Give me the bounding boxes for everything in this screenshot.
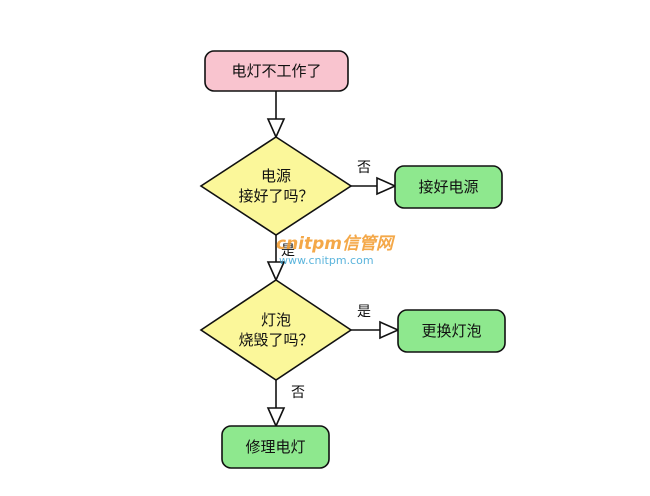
connector-decision1-to-decision2: 是 xyxy=(266,235,295,282)
arrowhead-icon xyxy=(266,118,286,139)
decision1-no-label: 否 xyxy=(357,160,371,176)
start-node-label: 电灯不工作了 xyxy=(231,62,321,80)
connector-decision1-to-action1: 否 xyxy=(351,160,397,196)
decision2-diamond xyxy=(199,279,353,381)
start-node: 电灯不工作了 xyxy=(204,50,349,92)
action2-box xyxy=(397,309,506,353)
connector-decision2-to-action2: 是 xyxy=(351,304,400,340)
connector-start-to-decision1 xyxy=(266,91,286,139)
arrowhead-icon xyxy=(376,176,397,196)
arrowhead-icon xyxy=(266,261,286,282)
arrowhead-icon xyxy=(379,320,400,340)
action2-label: 更换灯泡 xyxy=(421,322,481,340)
decision2-yes-label: 是 xyxy=(357,304,371,320)
watermark: cnitpm信管网 www.cnitpm.com xyxy=(276,234,396,267)
end-box xyxy=(221,425,330,469)
decision1-label-line2: 接好了吗？ xyxy=(238,187,313,205)
decision1-yes-label: 是 xyxy=(281,243,295,259)
watermark-url: www.cnitpm.com xyxy=(279,254,374,267)
action-repair-lamp: 修理电灯 xyxy=(221,425,330,469)
decision1-label-line1: 电源 xyxy=(261,167,291,185)
action-replace-bulb: 更换灯泡 xyxy=(397,309,506,353)
decision2-label-line1: 灯泡 xyxy=(261,311,291,329)
decision1-diamond xyxy=(199,136,353,236)
watermark-logo: cnitpm信管网 xyxy=(276,234,396,254)
decision2-label-line2: 烧毁了吗？ xyxy=(238,331,313,349)
end-label: 修理电灯 xyxy=(245,438,305,456)
action-connect-power: 接好电源 xyxy=(394,165,503,209)
decision-power-connected: 电源 接好了吗？ xyxy=(199,136,353,236)
decision-bulb-burnt: 灯泡 烧毁了吗？ xyxy=(199,279,353,381)
action1-label: 接好电源 xyxy=(418,178,478,196)
arrowhead-icon xyxy=(266,407,286,428)
action1-box xyxy=(394,165,503,209)
decision2-no-label: 否 xyxy=(291,385,305,401)
connector-decision2-to-end: 否 xyxy=(266,380,305,428)
